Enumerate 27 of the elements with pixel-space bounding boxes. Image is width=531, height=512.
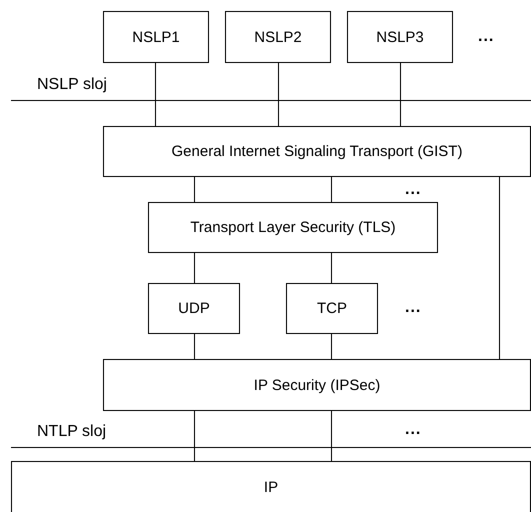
ellipsis-mark: ... xyxy=(405,299,422,317)
protocol-box: IP Security (IPSec) xyxy=(103,359,531,411)
protocol-box: TCP xyxy=(286,283,378,334)
connector-line xyxy=(400,62,401,126)
connector-line xyxy=(331,410,332,462)
layer-label: NTLP sloj xyxy=(37,423,106,441)
connector-line xyxy=(194,176,195,202)
connector-line xyxy=(499,176,500,360)
connector-line xyxy=(331,334,332,360)
connector-line xyxy=(194,252,195,284)
protocol-box: Transport Layer Security (TLS) xyxy=(148,202,438,253)
ellipsis-mark: ... xyxy=(478,28,494,46)
connector-line xyxy=(194,410,195,462)
ellipsis-mark: ... xyxy=(405,421,422,439)
protocol-box: NSLP1 xyxy=(103,11,209,63)
ellipsis-mark: ... xyxy=(405,181,422,199)
protocol-box: IP xyxy=(11,461,531,512)
protocol-box: NSLP2 xyxy=(225,11,331,63)
protocol-box: General Internet Signaling Transport (GIST) xyxy=(103,126,531,177)
connector-line xyxy=(331,176,332,202)
layer-label: NSLP sloj xyxy=(37,76,107,94)
connector-line xyxy=(194,334,195,360)
protocol-box: NSLP3 xyxy=(347,11,453,63)
connector-line xyxy=(331,252,332,284)
connector-line xyxy=(278,62,279,126)
protocol-box: UDP xyxy=(148,283,240,334)
connector-line xyxy=(155,62,156,126)
